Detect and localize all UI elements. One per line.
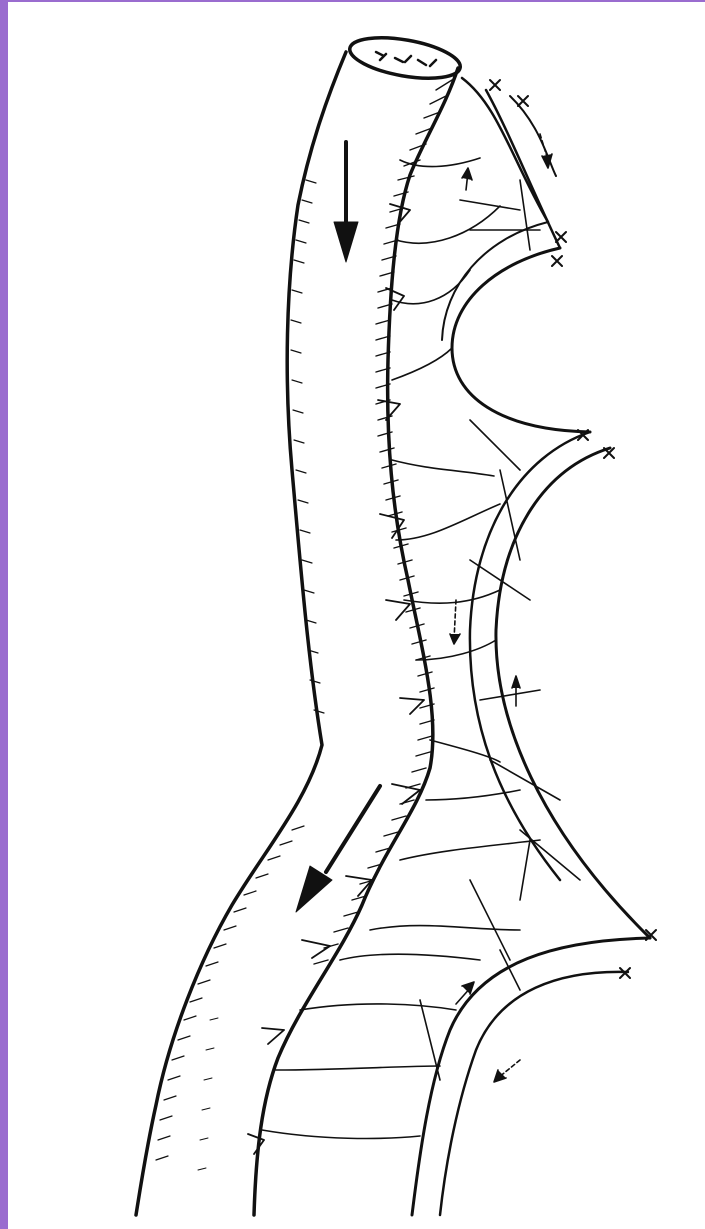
mesenteric-arcades <box>262 78 656 1215</box>
bowel-flow-arrows <box>296 142 380 912</box>
wall-vessels <box>248 204 424 1154</box>
